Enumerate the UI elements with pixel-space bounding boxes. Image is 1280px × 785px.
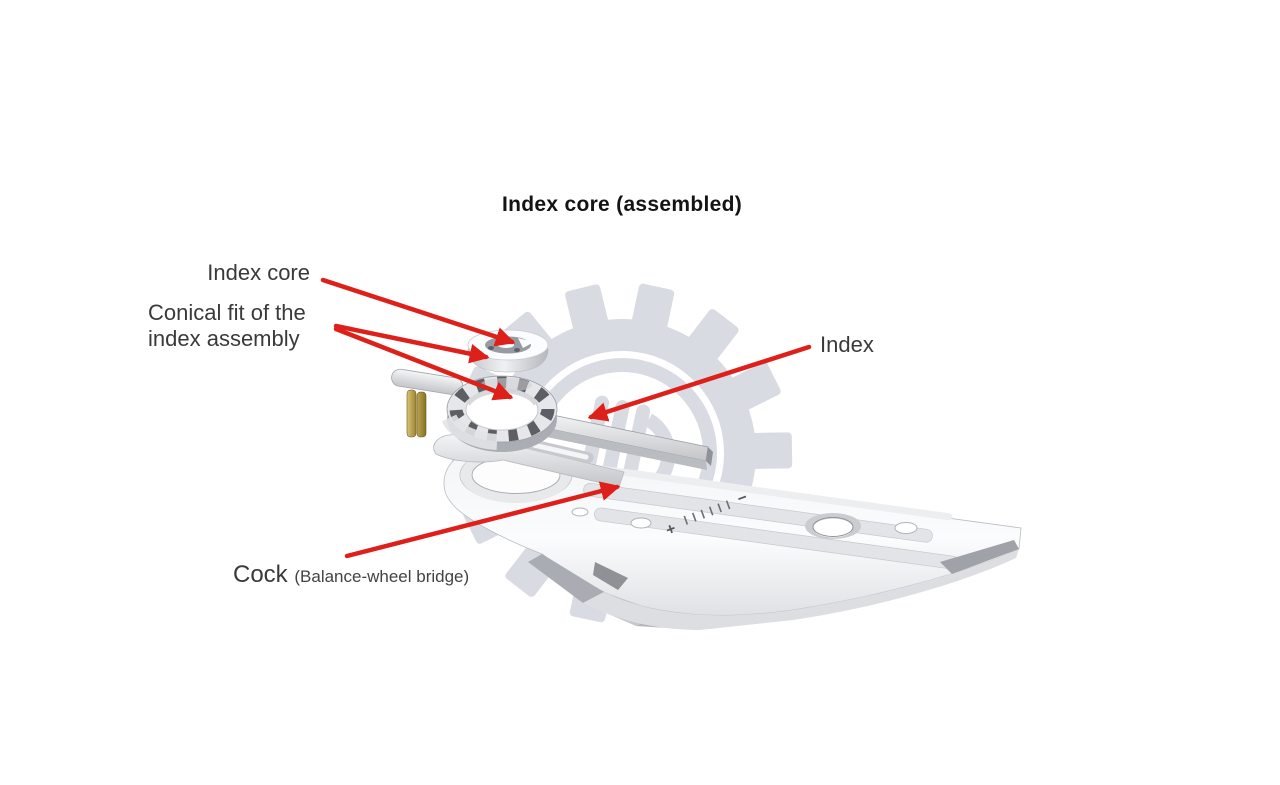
label-cock-sub: (Balance-wheel bridge) (294, 567, 470, 586)
page-title: Index core (assembled) (501, 193, 743, 216)
arrow-cock (344, 481, 621, 559)
label-conical-fit: Conical fit of the index assembly (148, 300, 306, 352)
label-index-core: Index core (207, 260, 310, 285)
label-conical-fit-line1: Conical fit of the (148, 300, 306, 325)
stud-pins (406, 389, 427, 438)
arrow-conical-fit-upper (333, 323, 490, 364)
annotation-arrows (320, 277, 812, 559)
arrow-index-core (320, 277, 516, 347)
arrow-index (587, 344, 812, 422)
cock-plate: + − (443, 445, 1022, 630)
knurled-index-ring (441, 375, 558, 452)
label-conical-fit-line2: index assembly (148, 326, 300, 351)
stud-carrier-arm (391, 368, 464, 396)
arrow-conical-fit-lower (333, 326, 514, 401)
label-index: Index (820, 332, 874, 357)
label-cock-main: Cock (233, 561, 288, 588)
label-cock: Cock (Balance-wheel bridge) (233, 562, 469, 590)
